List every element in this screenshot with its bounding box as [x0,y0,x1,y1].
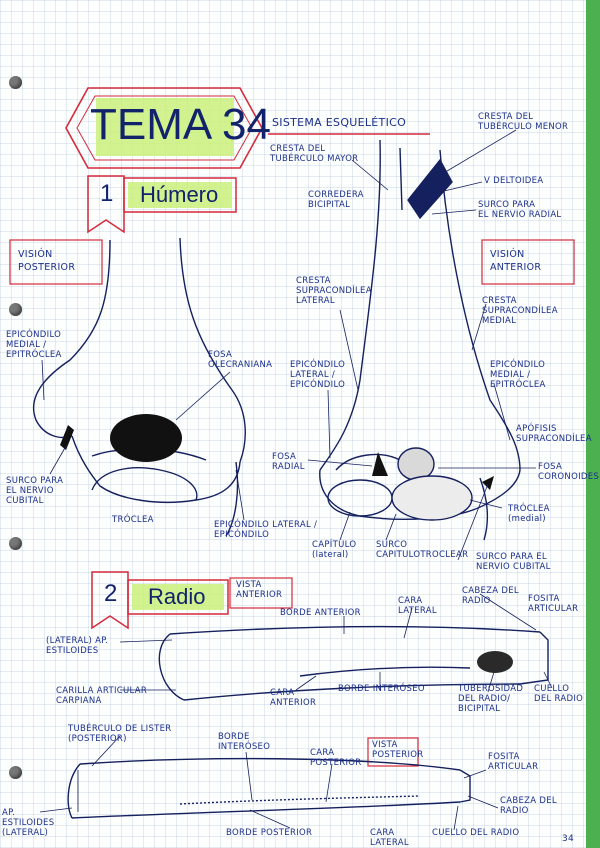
binder-hole [9,303,22,316]
surco-cubital-mark [60,425,74,450]
tuberosidad-radio-label: TUBEROSIDAD DEL RADIO/ BICIPITAL [458,684,524,714]
fosita-articular-anterior-label: FOSITA ARTICULAR [528,594,579,614]
humerus-posterior-drawing [32,237,246,537]
surco-nervio-cubital-label: SURCO PARA EL NERVIO CUBITAL [6,476,64,506]
radio-anterior-view-box [229,577,293,609]
cara-posterior-label: CARA POSTERIOR [310,748,362,768]
surco-capitulotroclear-label: SURCO CAPITULOTROCLEAR [376,540,469,560]
radio-anterior-view-label: VISTA ANTERIOR [236,580,283,600]
section-2-title: Radio [148,584,206,609]
epicondilo-medial-label: EPICÓNDILO MEDIAL / EPITRÓCLEA [6,330,62,360]
section-2-highlight [132,584,224,610]
apofisis-supracondilea-label: APÓFISIS SUPRACONDÍLEA [516,424,592,444]
cresta-supracondilea-medial-label: CRESTA SUPRACONDÍLEA MEDIAL [482,296,558,326]
borde-interoseo-anterior-label: BORDE INTERÓSEO [338,684,425,694]
troclea-posterior-label: TRÓCLEA [112,515,154,525]
fosa-olecraniana-mark [110,414,182,462]
surco-cubital-anterior-mark [482,476,494,490]
cresta-supracondilea-lateral-label: CRESTA SUPRACONDÍLEA LATERAL [296,276,372,306]
cara-lateral-posterior-label: CARA LATERAL [370,828,409,848]
corredera-bicipital-label: CORREDERA BICIPITAL [308,190,364,210]
section-2-number: 2 [104,580,118,607]
cresta-tuberculo-menor-label: CRESTA DEL TUBÉRCULO MENOR [478,112,569,132]
section-1-ribbon [87,175,237,234]
surco-nervio-cubital-anterior-label: SURCO PARA EL NERVIO CUBITAL [476,552,551,572]
cuello-radio-posterior-label: CUELLO DEL RADIO [432,828,520,838]
capitulo-shape [327,479,393,517]
posterior-view-label: VISIÓN POSTERIOR [18,249,76,273]
cresta-tuberculo-mayor-label: CRESTA DEL TUBÉRCULO MAYOR [270,144,359,164]
surco-nervio-radial-label: SURCO PARA EL NERVIO RADIAL [478,200,562,220]
fosa-coronoides-label: FOSA CORONOIDES [538,462,600,482]
carilla-carpiana-label: CARILLA ARTICULAR CARPIANA [56,686,148,706]
epicondilo-lateral-anterior-label: EPICÓNDILO LATERAL / EPICÓNDILO [290,360,346,390]
radio-posterior-view-box [367,737,419,767]
anterior-view-label: VISIÓN ANTERIOR [490,249,542,273]
cara-lateral-anterior-label: CARA LATERAL [398,596,437,616]
cabeza-radio-anterior-label: CABEZA DEL RADIO [462,586,519,606]
fosa-olecraniana-label: FOSA OLECRANIANA [208,350,273,370]
epicondilo-lateral-posterior-label: EPICÓNDILO LATERAL / EPICÓNDILO [214,520,318,540]
subject-title: SISTEMA ESQUELÉTICO [272,116,407,129]
fosa-radial-mark [372,452,388,476]
tema-banner [65,87,263,169]
page-edge-tab [586,0,600,848]
troclea-shape [391,475,473,521]
radius-anterior-drawing [158,625,549,701]
v-deltoidea-label: V DELTOIDEA [484,176,544,186]
section-2-ribbon [91,571,229,630]
ap-estiloides-posterior-label: AP. ESTILOIDES (LATERAL) [2,808,55,838]
troclea-anterior-label: TRÓCLEA (medial) [508,504,550,524]
binder-hole [9,766,22,779]
radio-posterior-view-label: VISTA POSTERIOR [372,740,424,760]
section-1-number: 1 [100,180,114,207]
fosita-articular-posterior-label: FOSITA ARTICULAR [488,752,539,772]
section-1-highlight [128,182,232,208]
epicondilo-medial-anterior-label: EPICÓNDILO MEDIAL / EPITRÓCLEA [490,360,546,390]
borde-anterior-label: BORDE ANTERIOR [280,608,361,618]
posterior-view-box [9,239,103,285]
tuberosidad-mark [477,651,513,673]
cabeza-radio-posterior-label: CABEZA DEL RADIO [500,796,557,816]
radius-posterior-drawing [67,757,471,819]
capitulo-label: CAPÍTULO (lateral) [312,540,357,560]
anterior-view-box [481,239,575,285]
cuello-radio-anterior-label: CUELLO DEL RADIO [534,684,584,704]
tema-title: TEMA 34 [90,100,271,149]
borde-interoseo-posterior-label: BORDE INTERÓSEO [218,732,271,752]
page-number: 34 [562,834,575,844]
tuberculo-lister-label: TUBÉRCULO DE LISTER (POSTERIOR) [68,724,172,744]
binder-hole [9,76,22,89]
fosa-radial-label: FOSA RADIAL [272,452,305,472]
cara-anterior-label: CARA ANTERIOR [270,688,317,708]
borde-posterior-label: BORDE POSTERIOR [226,828,313,838]
leader-lines [39,129,553,831]
ap-estiloides-anterior-label: (LATERAL) AP. ESTILOIDES [46,636,109,656]
section-1-title: Húmero [140,182,219,207]
fosa-coronoides-mark [397,447,435,481]
tema-highlight [96,98,234,156]
binder-hole [9,537,22,550]
